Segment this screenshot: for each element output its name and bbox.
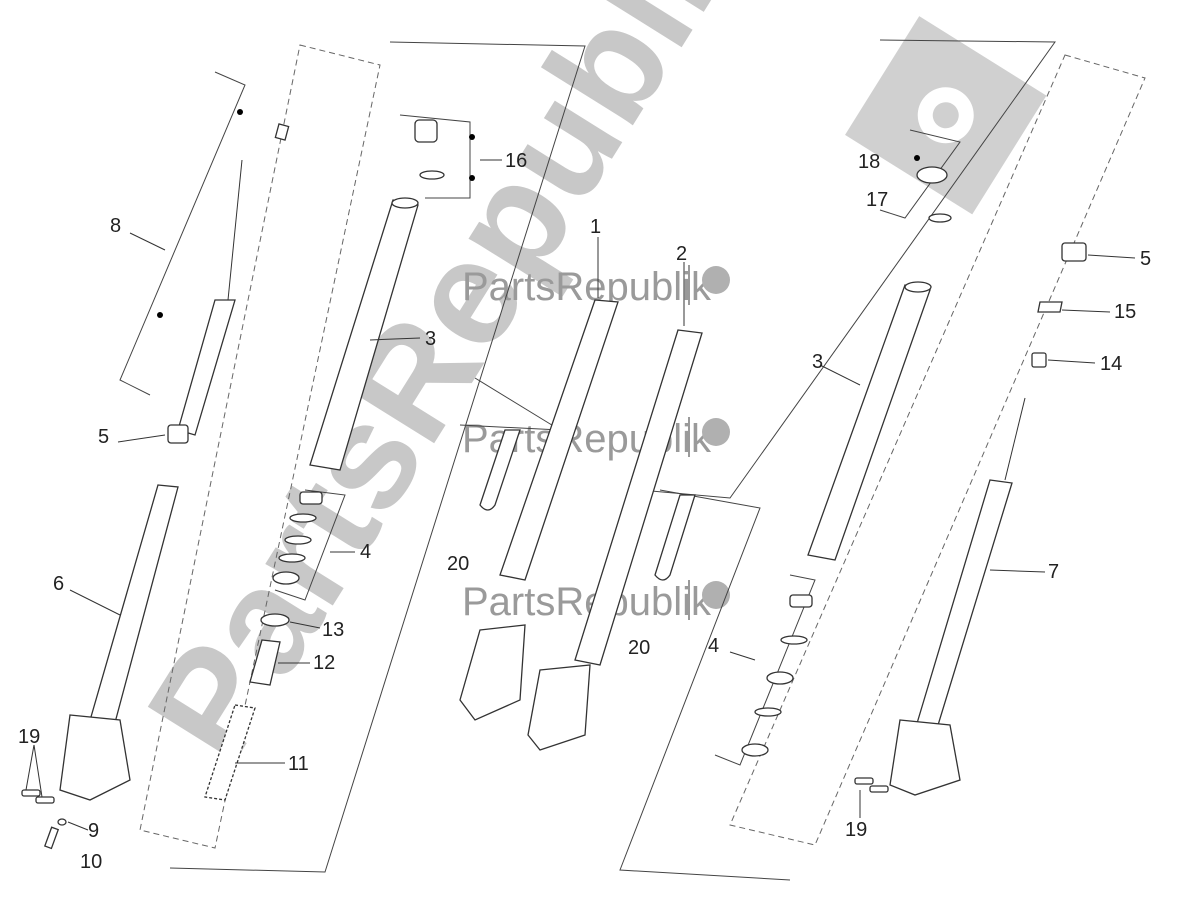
callout-19-left: 19 bbox=[18, 726, 40, 748]
part-18-top-cap bbox=[914, 155, 952, 223]
callout-4-right: 4 bbox=[708, 635, 719, 657]
callout-11: 11 bbox=[288, 753, 309, 775]
frame-left-dashed bbox=[139, 44, 381, 849]
frame-center-left bbox=[169, 41, 586, 873]
callout-16: 16 bbox=[505, 150, 527, 172]
part-7-fork-outer-tube bbox=[889, 397, 1026, 796]
callout-8: 8 bbox=[110, 215, 121, 237]
part-6-fork-outer-tube bbox=[59, 484, 179, 801]
callout-14: 14 bbox=[1100, 353, 1122, 375]
frame-left-group-8 bbox=[119, 71, 246, 396]
callout-2: 2 bbox=[676, 243, 687, 265]
callout-labels: 8 5 6 19 9 10 3 4 13 12 11 16 1 2 20 20 … bbox=[18, 150, 1151, 873]
part-9-washer bbox=[57, 818, 67, 826]
watermark-gear-icon bbox=[845, 16, 1047, 215]
watermark-large: PartsRepublik bbox=[115, 0, 792, 787]
part-11-spring bbox=[204, 704, 256, 801]
part-20-right-guard bbox=[654, 494, 696, 581]
part-14-nut bbox=[1031, 352, 1047, 368]
part-10-bolt bbox=[43, 826, 60, 850]
callout-20-right: 20 bbox=[628, 637, 650, 659]
callout-20-left: 20 bbox=[447, 553, 469, 575]
callout-5-left: 5 bbox=[98, 426, 109, 448]
gear-icon bbox=[702, 418, 730, 446]
watermark-small-text-1: PartsRepublik bbox=[462, 265, 712, 309]
callout-9: 9 bbox=[88, 820, 99, 842]
callout-5-right: 5 bbox=[1140, 248, 1151, 270]
watermark-large-text: PartsRepublik bbox=[115, 0, 792, 787]
part-12-spacer bbox=[249, 639, 281, 686]
part-3-right-inner-tube bbox=[807, 281, 932, 561]
part-4-right-bushings bbox=[741, 594, 813, 757]
callout-3-left: 3 bbox=[425, 328, 436, 350]
part-19-bolts-right bbox=[854, 777, 889, 793]
frame-group-4-left bbox=[274, 489, 346, 601]
watermark-small-3: PartsRepublik bbox=[462, 580, 730, 624]
frame-right bbox=[639, 39, 1056, 499]
watermark-small-text-3: PartsRepublik bbox=[462, 580, 712, 624]
callout-4-left: 4 bbox=[360, 541, 371, 563]
part-4-left-bushings bbox=[272, 491, 323, 585]
part-16-top-cap bbox=[414, 119, 475, 181]
callout-3-right: 3 bbox=[812, 351, 823, 373]
callout-15: 15 bbox=[1114, 301, 1136, 323]
callout-18: 18 bbox=[858, 151, 880, 173]
part-13-seal bbox=[260, 613, 290, 627]
gear-icon bbox=[702, 266, 730, 294]
frame-group-16 bbox=[399, 114, 471, 199]
callout-19-right: 19 bbox=[845, 819, 867, 841]
part-5-right-cap bbox=[1061, 242, 1087, 262]
part-15-plate bbox=[1037, 301, 1063, 313]
part-5-left-cap bbox=[167, 424, 189, 444]
callout-7: 7 bbox=[1048, 561, 1059, 583]
part-8-damper-cartridge bbox=[157, 109, 290, 436]
frame-right-dashed bbox=[729, 54, 1146, 846]
part-3-left-inner-tube bbox=[309, 197, 419, 471]
part-20-left-guard bbox=[479, 429, 521, 511]
callout-17: 17 bbox=[866, 189, 888, 211]
callout-1: 1 bbox=[590, 216, 601, 238]
callout-6: 6 bbox=[53, 573, 64, 595]
leader-lines bbox=[25, 159, 1136, 831]
watermark-small-1: PartsRepublik bbox=[462, 265, 730, 309]
gear-icon bbox=[702, 581, 730, 609]
part-19-bolts-left bbox=[21, 789, 55, 804]
part-2-fork-assembly bbox=[527, 329, 703, 751]
part-1-fork-assembly bbox=[459, 299, 619, 721]
callout-10: 10 bbox=[80, 851, 102, 873]
callout-12: 12 bbox=[313, 652, 335, 674]
callout-13: 13 bbox=[322, 619, 344, 641]
